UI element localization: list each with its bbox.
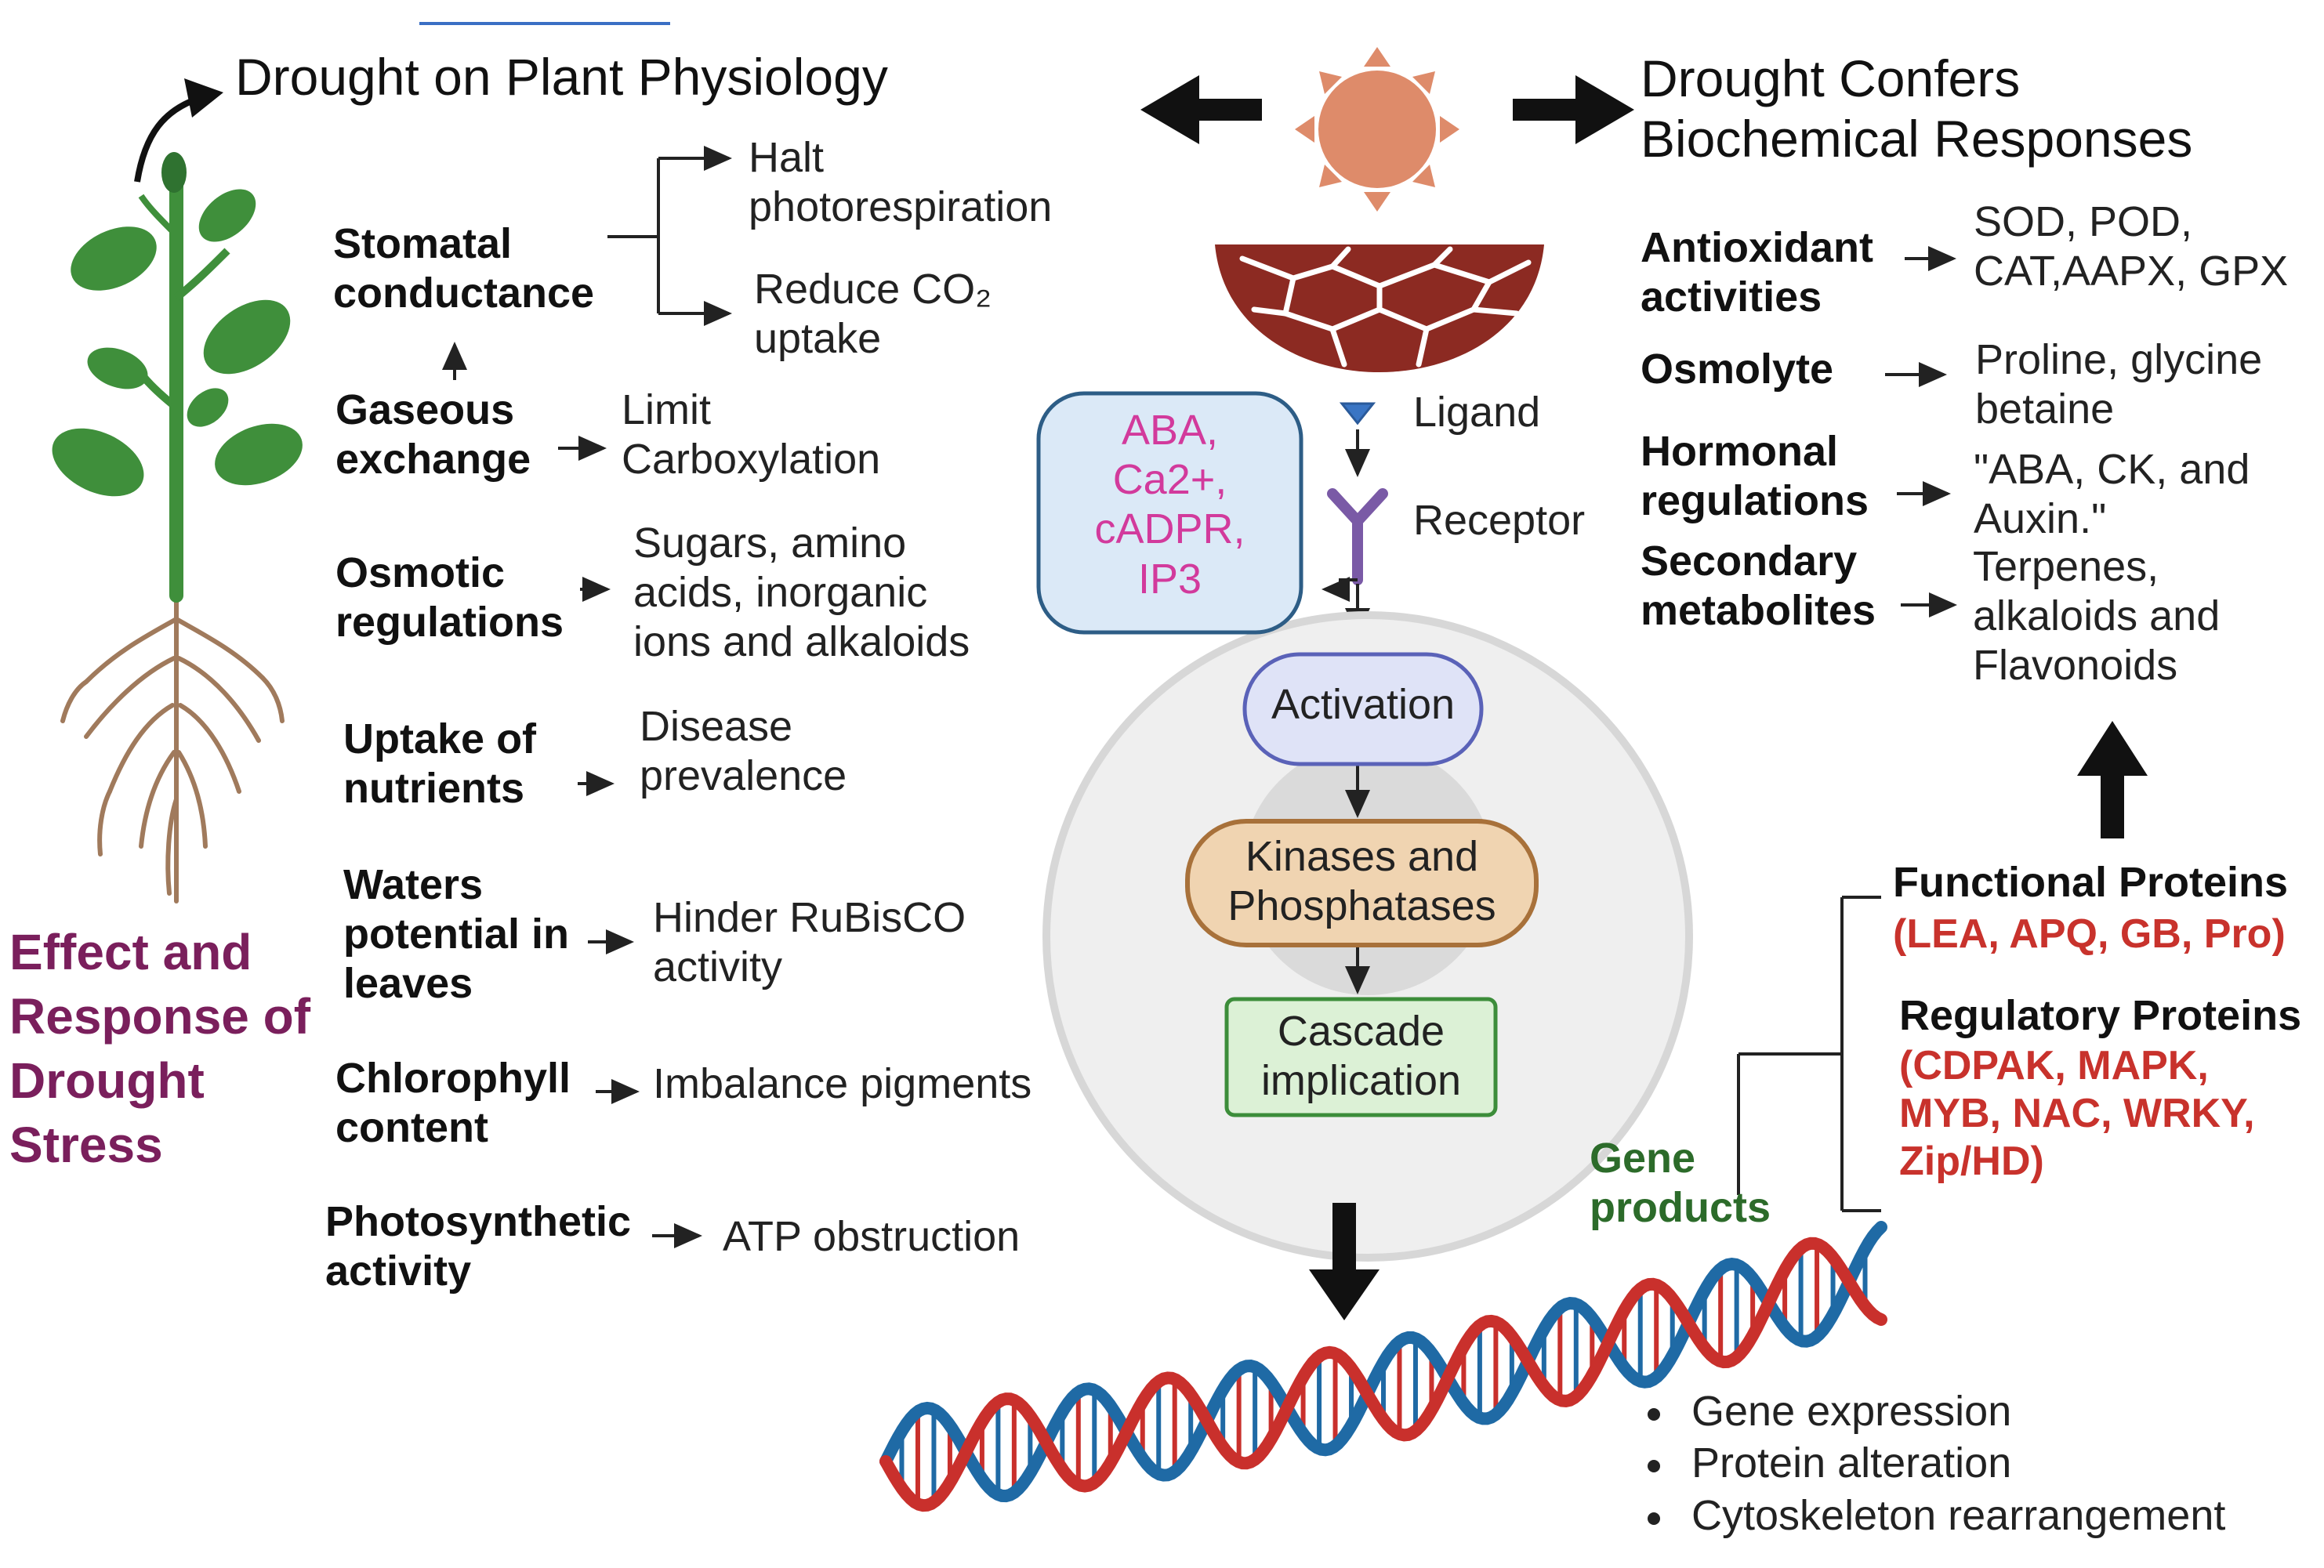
effect-imbalance-pigments: Imbalance pigments: [653, 1060, 1032, 1107]
factor-hormonal: Hormonal regulations: [1641, 428, 1869, 525]
ligand-icon: [1339, 402, 1376, 425]
activation-box: [1242, 652, 1484, 766]
factor-uptake-nutrients: Uptake of nutrients: [343, 715, 537, 813]
messenger-arrow: [1322, 577, 1358, 602]
effect-sod-pod: SOD, POD, CAT,AAPX, GPX: [1974, 198, 2289, 295]
factor-secondary-metabolites: Secondary metabolites: [1641, 538, 1876, 635]
effect-sugars: Sugars, amino acids, inorganic ions and …: [633, 520, 970, 666]
gene-products-bracket: [1737, 896, 1881, 1212]
stomatal-conductance: Stomatal conductance: [333, 220, 595, 317]
curved-arrow-head-icon: [184, 78, 223, 118]
plant-icon: [52, 152, 303, 904]
activation-text: Activation: [1271, 681, 1456, 728]
up-big-arrow-icon: [2077, 721, 2148, 838]
dna-strand-blue: [879, 1221, 1887, 1503]
gene-products-label: Gene products: [1590, 1135, 1771, 1232]
cascade-text: Cascade implication: [1260, 1008, 1462, 1105]
effect-aba-ck-auxin: "ABA, CK, and Auxin.": [1974, 446, 2250, 543]
curved-arrow-icon: [134, 95, 201, 183]
reduce-co2-uptake: Reduce CO₂ uptake: [754, 266, 992, 363]
receptor-label: Receptor: [1413, 497, 1586, 544]
kinases-text: Kinases and Phosphatases: [1227, 833, 1496, 930]
bullet-dots: [1648, 1408, 1660, 1525]
factor-antioxidant: Antioxidant activities: [1641, 224, 1873, 321]
right-big-arrow-icon: [1513, 75, 1634, 144]
regulatory-proteins-title: Regulatory Proteins: [1899, 992, 2302, 1039]
factor-photosynthetic: Photosynthetic activity: [325, 1198, 632, 1295]
messengers-text: ABA, Ca2+, cADPR, IP3: [1094, 407, 1245, 603]
effect-limit-carboxylation: Limit Carboxylation: [622, 386, 881, 483]
factor-gaseous-exchange: Gaseous exchange: [335, 386, 531, 483]
bullet-protein-alteration: Protein alteration: [1691, 1439, 2012, 1487]
bullet-cytoskeleton: Cytoskeleton rearrangement: [1691, 1492, 2226, 1539]
functional-proteins-title: Functional Proteins: [1893, 859, 2289, 906]
functional-proteins-list: (LEA, APQ, GB, Pro): [1893, 911, 2286, 957]
effect-caption: Effect and Response of Drought Stress: [9, 924, 311, 1173]
receptor-icon: [1327, 488, 1388, 585]
effect-atp-obstruction: ATP obstruction: [723, 1213, 1021, 1260]
sun-icon: [1295, 47, 1459, 212]
halt-photorespiration: Halt photorespiration: [749, 134, 1053, 231]
right-row-arrows: [1885, 246, 1957, 617]
effect-disease-prevalence: Disease prevalence: [640, 703, 847, 800]
effect-proline: Proline, glycine betaine: [1975, 336, 2263, 433]
bullet-gene-expression: Gene expression: [1691, 1388, 2012, 1435]
second-messenger-box: [1036, 391, 1303, 635]
regulatory-proteins-list: (CDPAK, MAPK, MYB, NAC, WRKY, Zip/HD): [1899, 1043, 2255, 1184]
factor-chlorophyll: Chlorophyll content: [335, 1055, 571, 1152]
right-title: Drought Confers Biochemical Responses: [1641, 49, 2193, 168]
dna-strand-red: [879, 1237, 1887, 1512]
effect-rubisco: Hinder RuBisCO activity: [653, 894, 966, 991]
factor-osmolyte: Osmolyte: [1641, 346, 1834, 393]
down-big-arrow-icon: [1309, 1203, 1380, 1320]
kinases-box: [1185, 819, 1539, 947]
dna-helix-icon: [879, 1221, 1887, 1512]
stomatal-bracket: [607, 146, 732, 326]
factor-water-potential: Waters potential in leaves: [343, 861, 569, 1008]
factor-osmotic-regulations: Osmotic regulations: [335, 549, 564, 646]
left-big-arrow-icon: [1140, 75, 1262, 144]
left-row-arrows: [558, 436, 702, 1248]
left-title: Drought on Plant Physiology: [235, 48, 888, 106]
cracked-soil-icon: [1215, 244, 1544, 372]
cascade-box: [1224, 997, 1498, 1117]
effect-terpenes: Terpenes, alkaloids and Flavonoids: [1973, 543, 2221, 690]
ligand-label: Ligand: [1413, 389, 1541, 436]
